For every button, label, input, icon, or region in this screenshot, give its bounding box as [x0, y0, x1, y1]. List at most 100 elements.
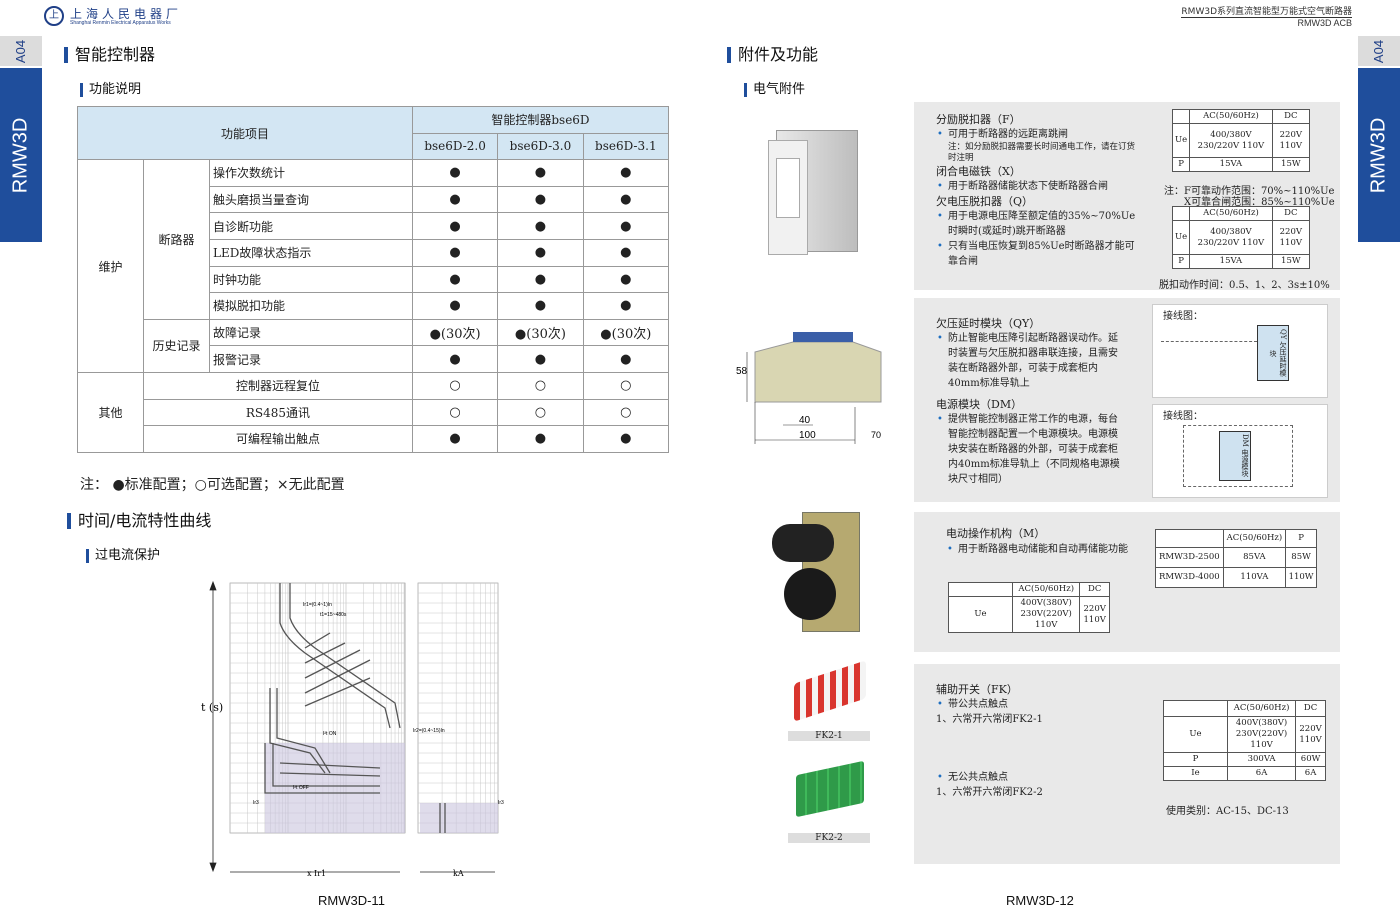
- model-label: RMW3D ACB: [1297, 18, 1352, 28]
- undervoltage-desc1: 用于电源电压降至额定值的35%~70%Ue时瞬时(或延时)跳开断路器: [936, 209, 1136, 239]
- qy-wiring-diagram: 接线图： QY 欠压延时模块: [1152, 304, 1328, 398]
- grid-kA: [417, 582, 499, 834]
- row-label: 时钟功能: [209, 265, 413, 294]
- motor-desc: 用于断路器电动储能和自动再储能功能: [946, 541, 1128, 559]
- cell: ○: [411, 398, 499, 427]
- row-label: 故障记录: [209, 318, 413, 347]
- release-trip-time: 脱扣动作时间：0.5、1、2、3s±10%: [1159, 280, 1330, 291]
- section-title-controller: 智能控制器: [64, 47, 155, 63]
- undervoltage-title: 欠电压脱扣器（Q）: [936, 195, 1034, 208]
- cell: ●: [582, 159, 670, 187]
- row-label: LED故障状态指示: [209, 238, 413, 267]
- cell: ●: [497, 212, 584, 240]
- header-controller: 智能控制器bse6D: [411, 106, 670, 134]
- panel-modules: 欠压延时模块（QY） 防止智能电压降引起断路器误动作。延时装置与欠压脱扣器串联连…: [914, 298, 1340, 502]
- undervoltage-desc2: 只有当电压恢复到85%Ue时断路器才能可靠合闸: [936, 239, 1136, 269]
- motor-title: 电动操作机构（M）: [946, 527, 1046, 540]
- qy-module-image: 58 40 100 70: [736, 332, 882, 444]
- subsection-function: 功能说明: [80, 83, 141, 97]
- aux-common-item: 1、六常开六常闭FK2-1: [936, 714, 1043, 725]
- company-name-cn: 上海人民电器厂: [70, 7, 183, 21]
- company-name-en: Shanghai Renmin Electrical Apparatus Wor…: [70, 20, 171, 26]
- cell: ●: [582, 212, 670, 240]
- row-label: 可编程输出触点: [143, 425, 413, 453]
- subsection-overcurrent: 过电流保护: [86, 549, 160, 563]
- aux-usage-category: 使用类别：AC-15、DC-13: [1166, 806, 1289, 817]
- table-row: 自诊断功能 ● ● ●: [77, 212, 670, 240]
- header-model-1: bse6D-2.0: [411, 132, 499, 161]
- cell: ●: [497, 185, 584, 214]
- cell: ●: [411, 159, 499, 187]
- subgroup-history: 历史记录: [143, 318, 210, 373]
- function-table: 功能项目 智能控制器bse6D bse6D-2.0 bse6D-3.0 bse6…: [77, 105, 670, 453]
- cell: ●: [497, 292, 584, 320]
- motor-operator-image: [772, 502, 864, 644]
- cell: ●: [411, 292, 499, 320]
- section-title-curve: 时间/电流特性曲线: [67, 513, 211, 529]
- panel-motor: 电动操作机构（M） 用于断路器电动储能和自动再储能功能 AC(50/60Hz)D…: [914, 512, 1340, 652]
- fk2-1-image: [790, 660, 868, 726]
- cell: ●: [582, 425, 670, 453]
- shunt-release-desc: 可用于断路器的远距离跳闸: [936, 127, 1136, 142]
- ann-ir3-ka: Ir3: [498, 800, 504, 806]
- dim-height: 58: [736, 366, 748, 377]
- row-label: 模拟脱扣功能: [209, 292, 413, 320]
- shunt-release-title: 分励脱扣器（F）: [936, 113, 1021, 126]
- closing-magnet-desc: 用于断路器储能状态下使断路器合闸: [936, 179, 1136, 194]
- shade-region: [265, 743, 405, 833]
- cell: ●: [411, 345, 499, 373]
- subsection-electrical: 电气附件: [744, 83, 805, 97]
- shade-region-ka: [420, 803, 498, 833]
- row-label: 控制器远程复位: [143, 371, 413, 400]
- right-tab-series: RMW3D: [1358, 68, 1400, 242]
- release-note-x: X可靠合闸范围：85%~110%Ue: [1184, 197, 1335, 208]
- company-logo: 上: [44, 6, 64, 26]
- ann-i2t-on: I²t ON: [323, 731, 337, 737]
- qy-title: 欠压延时模块（QY）: [936, 317, 1041, 330]
- section-title-accessories: 附件及功能: [727, 47, 818, 63]
- table-row: RS485通讯 ○ ○ ○: [77, 398, 670, 427]
- cell: ●: [411, 265, 499, 294]
- ann-ir3: Ir3: [253, 800, 259, 806]
- dm-title: 电源模块（DM）: [936, 398, 1023, 411]
- cell: ●: [497, 159, 584, 187]
- cell: ○: [497, 398, 584, 427]
- left-tab-code: A04: [0, 36, 42, 66]
- cell: ●: [411, 212, 499, 240]
- row-label: 报警记录: [209, 345, 413, 373]
- ann-ir1: Ir1=(0.4~1)In: [303, 602, 332, 608]
- row-label: 自诊断功能: [209, 212, 413, 240]
- cell: ●(30次): [411, 318, 499, 347]
- qy-box: QY 欠压延时模块: [1257, 325, 1289, 381]
- qy-desc: 防止智能电压降引起断路器误动作。延时装置与欠压脱扣器串联连接，且需安装在断路器外…: [936, 331, 1122, 391]
- aux-title: 辅助开关（FK）: [936, 683, 1018, 696]
- row-label: RS485通讯: [143, 398, 413, 427]
- left-tab-series: RMW3D: [0, 68, 42, 242]
- row-label: 操作次数统计: [209, 159, 413, 187]
- series-title: RMW3D系列直流智能型万能式空气断路器: [1181, 4, 1352, 18]
- cell: ●: [497, 345, 584, 373]
- page-number-right: RMW3D-12: [1006, 893, 1074, 908]
- aux-common: 带公共点触点: [936, 697, 1136, 712]
- cell: ●: [497, 425, 584, 453]
- release-note-f: 注：F可靠动作范围：70%~110%Ue: [1164, 186, 1335, 197]
- cell: ●: [411, 185, 499, 214]
- curve-lines: [264, 583, 446, 833]
- shunt-release-note: 注：如分励脱扣器需要长时间通电工作，请在订货时注明: [948, 142, 1136, 163]
- dm-wiring-diagram: 接线图： DM 电源模块: [1152, 404, 1328, 498]
- group-other: 其他: [77, 371, 144, 453]
- x-axis-label-ka: kA: [453, 869, 464, 878]
- right-tab-code: A04: [1358, 36, 1400, 66]
- cell: ●: [582, 292, 670, 320]
- table-row: 其他 控制器远程复位 ○ ○ ○: [77, 371, 670, 453]
- cell: ○: [411, 371, 499, 400]
- cell: ○: [582, 371, 670, 400]
- cell: ●: [582, 185, 670, 214]
- cell: ○: [497, 371, 584, 400]
- ann-i2t-off: I²t OFF: [293, 785, 309, 791]
- cell: ●(30次): [497, 318, 584, 347]
- dm-box: DM 电源模块: [1219, 431, 1251, 481]
